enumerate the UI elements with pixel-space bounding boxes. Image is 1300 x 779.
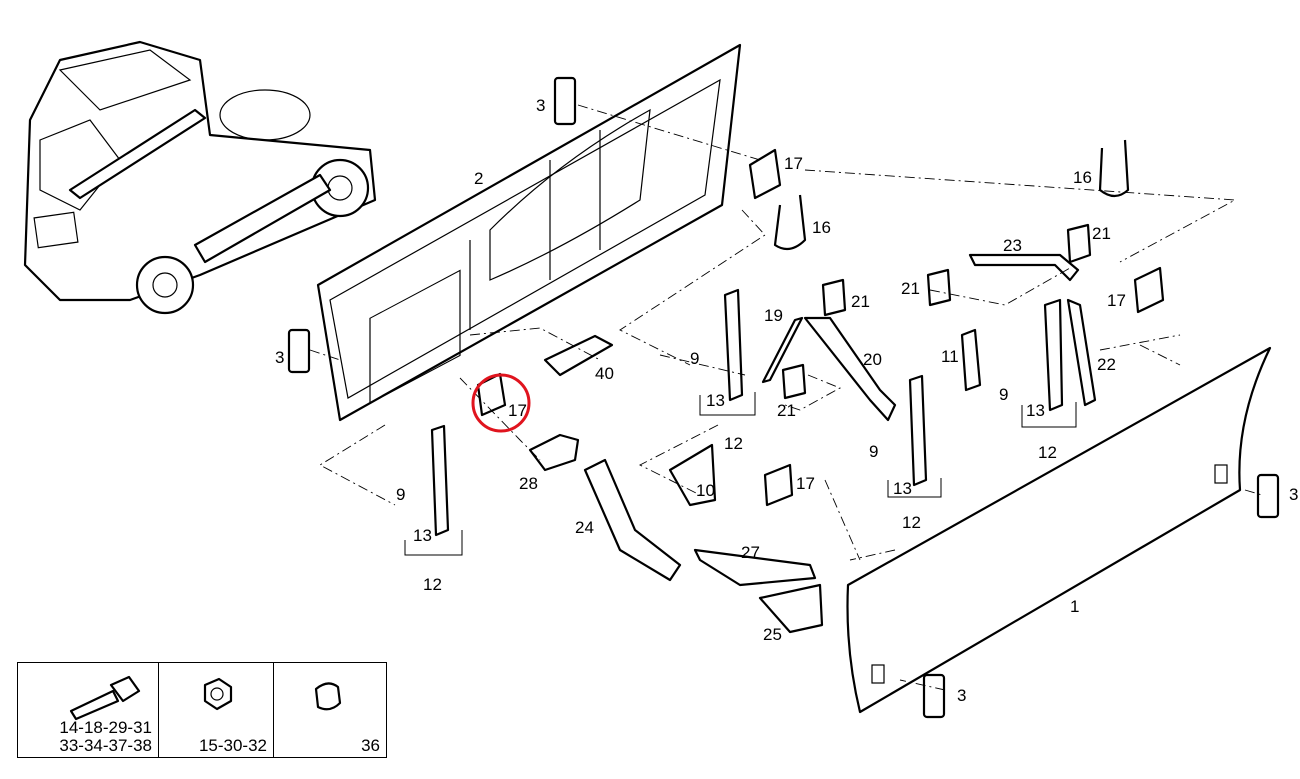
callout[interactable]: 40 [595, 364, 614, 383]
bracket-part-28 [528, 433, 580, 472]
callout[interactable]: 9 [690, 349, 699, 368]
strap-part-16 [773, 194, 807, 251]
strut-part-20 [803, 316, 897, 422]
plate-part-3 [922, 673, 946, 719]
pillar-part-12 [1043, 298, 1064, 412]
rod-part-22 [1066, 298, 1097, 407]
callout[interactable]: 16 [812, 218, 831, 237]
legend-bolt-line-2: 33-34-37-38 [59, 736, 152, 755]
callout[interactable]: 13 [893, 479, 912, 498]
callout[interactable]: 24 [575, 518, 594, 537]
side-panel-front-part-1[interactable] [846, 346, 1272, 714]
bracket-part-17 [476, 372, 507, 417]
clip-part-21 [926, 268, 952, 307]
plate-part-40 [543, 334, 614, 377]
truck-illustration [23, 40, 377, 315]
nut-icon [203, 677, 233, 711]
plate-part-3 [553, 76, 577, 126]
legend-item-nut[interactable]: 15-30-32 [159, 663, 274, 757]
callout[interactable]: 21 [851, 292, 870, 311]
callout[interactable]: 27 [741, 543, 760, 562]
callout[interactable]: 3 [957, 686, 966, 705]
callout[interactable]: 17 [1107, 291, 1126, 310]
callout[interactable]: 25 [763, 625, 782, 644]
callout[interactable]: 21 [1092, 224, 1111, 243]
callout[interactable]: 10 [696, 481, 715, 500]
callout[interactable]: 19 [764, 306, 783, 325]
bracket-part-11 [960, 328, 982, 392]
callout[interactable]: 21 [777, 401, 796, 420]
callout[interactable]: 13 [1026, 401, 1045, 420]
callout[interactable]: 1 [1070, 597, 1079, 616]
callout[interactable]: 13 [706, 391, 725, 410]
group-brackets [404, 392, 1077, 556]
callout[interactable]: 16 [1073, 168, 1092, 187]
callout[interactable]: 3 [275, 348, 284, 367]
pillar-part-12 [908, 374, 928, 487]
callout[interactable]: 3 [1289, 485, 1298, 504]
bracket-part-27 [693, 548, 817, 587]
bracket-part-17 [1133, 266, 1165, 314]
callout[interactable]: 12 [902, 513, 921, 532]
leader-lines [309, 104, 1263, 691]
pillar-part-12 [430, 424, 450, 537]
bushing-icon [314, 682, 342, 711]
callout[interactable]: 21 [901, 279, 920, 298]
bracket-part-17 [748, 148, 782, 200]
callout[interactable]: 20 [863, 350, 882, 369]
callout[interactable]: 13 [413, 526, 432, 545]
callout[interactable]: 9 [869, 442, 878, 461]
callout[interactable]: 3 [536, 96, 545, 115]
legend-nut-label: 15-30-32 [198, 736, 267, 755]
callout[interactable]: 17 [796, 474, 815, 493]
callout[interactable]: 17 [784, 154, 803, 173]
support-part-24 [583, 458, 682, 582]
callout[interactable]: 28 [519, 474, 538, 493]
callout[interactable]: 12 [423, 575, 442, 594]
bracket-part-25 [758, 583, 824, 634]
legend-item-bolt[interactable]: 14-18-29-31 33-34-37-38 [18, 663, 159, 757]
callout[interactable]: 12 [724, 434, 743, 453]
callout[interactable]: 2 [474, 169, 483, 188]
callout-highlighted[interactable]: 17 [508, 401, 527, 420]
bracket-part-10 [668, 443, 717, 507]
plate-part-3 [1256, 473, 1280, 519]
fastener-legend: 14-18-29-31 33-34-37-38 15-30-32 36 [17, 662, 387, 758]
bracket-part-17 [763, 463, 794, 507]
callout-labels: 3 2 17 16 16 23 21 21 21 19 17 3 40 9 13… [275, 96, 1298, 705]
callout[interactable]: 9 [999, 385, 1008, 404]
side-panel-rear-part-2[interactable] [316, 43, 742, 422]
highlight-circle [471, 373, 531, 433]
callout[interactable]: 11 [941, 347, 959, 366]
callout[interactable]: 23 [1003, 236, 1022, 255]
legend-item-bushing[interactable]: 36 [274, 663, 386, 757]
pillar-part-12 [723, 288, 744, 402]
rod-part-19 [761, 316, 804, 384]
callout[interactable]: 12 [1038, 443, 1057, 462]
callout[interactable]: 9 [396, 485, 405, 504]
bolt-icon [69, 675, 141, 721]
bar-part-23 [968, 253, 1080, 282]
strap-part-16 [1098, 139, 1130, 198]
clip-part-21 [1066, 223, 1092, 264]
callout[interactable]: 22 [1097, 355, 1116, 374]
clip-part-21 [781, 363, 807, 400]
clip-part-21 [821, 278, 847, 317]
legend-bushing-label: 36 [361, 736, 380, 755]
plate-part-3 [287, 328, 311, 374]
legend-bolt-line-1: 14-18-29-31 [59, 718, 152, 737]
